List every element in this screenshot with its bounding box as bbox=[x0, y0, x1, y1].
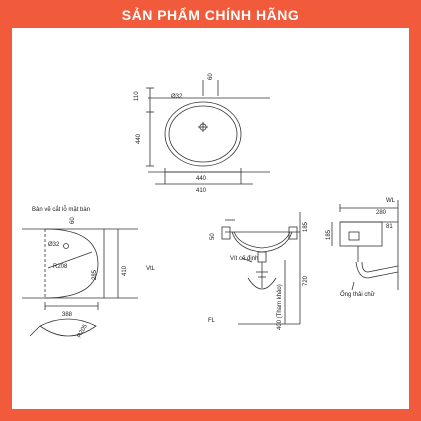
dim-110-label: 110 bbox=[134, 91, 140, 101]
cutout-dim-285: 285 bbox=[92, 269, 98, 280]
basin-outline bbox=[164, 101, 242, 167]
bottom-curve bbox=[247, 277, 277, 290]
cutout-leader bbox=[29, 325, 41, 337]
right-clamp bbox=[288, 226, 298, 240]
fixing-label: Vít cố định bbox=[230, 256, 258, 262]
drain-leader bbox=[351, 281, 355, 291]
cutout-faucet-hole bbox=[63, 243, 69, 249]
dim-280-label: 280 bbox=[376, 210, 387, 216]
dim-185-label: 185 bbox=[303, 221, 309, 232]
overflow-box bbox=[348, 231, 360, 241]
dim-410-label: 410 bbox=[196, 188, 207, 194]
cutout-wall-label: VtL bbox=[146, 266, 156, 272]
cutout-small-ellipse bbox=[39, 318, 97, 337]
side-view bbox=[221, 212, 301, 325]
cutout-dim-60: 60 bbox=[70, 217, 76, 224]
cutout-dim-388: 388 bbox=[62, 312, 73, 318]
basin-profile-inner bbox=[233, 231, 291, 249]
dim-720-label: 720 bbox=[303, 275, 309, 286]
drain-label: Ống thải chữ bbox=[340, 291, 375, 298]
basin-inner bbox=[168, 105, 238, 163]
cutout-view bbox=[22, 228, 138, 337]
cutout-dim-32: Ø32 bbox=[48, 242, 60, 248]
wall-label: WL bbox=[386, 198, 396, 204]
cutout-title: Bản vẽ cắt lỗ mặt bàn bbox=[32, 206, 90, 213]
banner-title: SẢN PHẨM CHÍNH HÃNG bbox=[121, 7, 300, 23]
cutout-dim-410: 410 bbox=[122, 265, 128, 276]
height-label: 400 (Tham khảo) bbox=[277, 284, 283, 330]
trap-curve-inner bbox=[361, 261, 399, 273]
dim-81-label: 81 bbox=[386, 224, 393, 230]
drain-neck bbox=[257, 251, 267, 263]
floor-label: FL bbox=[208, 318, 216, 324]
dim-60-label: 60 bbox=[208, 73, 214, 80]
dim-440-side-label: 440 bbox=[136, 133, 142, 144]
basin-profile bbox=[231, 231, 293, 253]
fixing-leader bbox=[241, 257, 253, 263]
dim-50-label: 50 bbox=[210, 233, 216, 240]
right-view bbox=[331, 200, 399, 291]
radius-leader bbox=[47, 251, 93, 269]
dim-185-right-label: 185 bbox=[326, 229, 332, 240]
dim-diameter-label: Ø32 bbox=[171, 94, 183, 100]
left-clamp bbox=[221, 226, 231, 240]
top-view bbox=[146, 80, 270, 185]
dim-440-bottom-label: 440 bbox=[196, 176, 207, 182]
basin-right bbox=[339, 221, 383, 247]
cutout-arc bbox=[44, 228, 99, 299]
cutout-dim-r: R208 bbox=[53, 264, 68, 270]
trap-curve bbox=[355, 261, 399, 279]
